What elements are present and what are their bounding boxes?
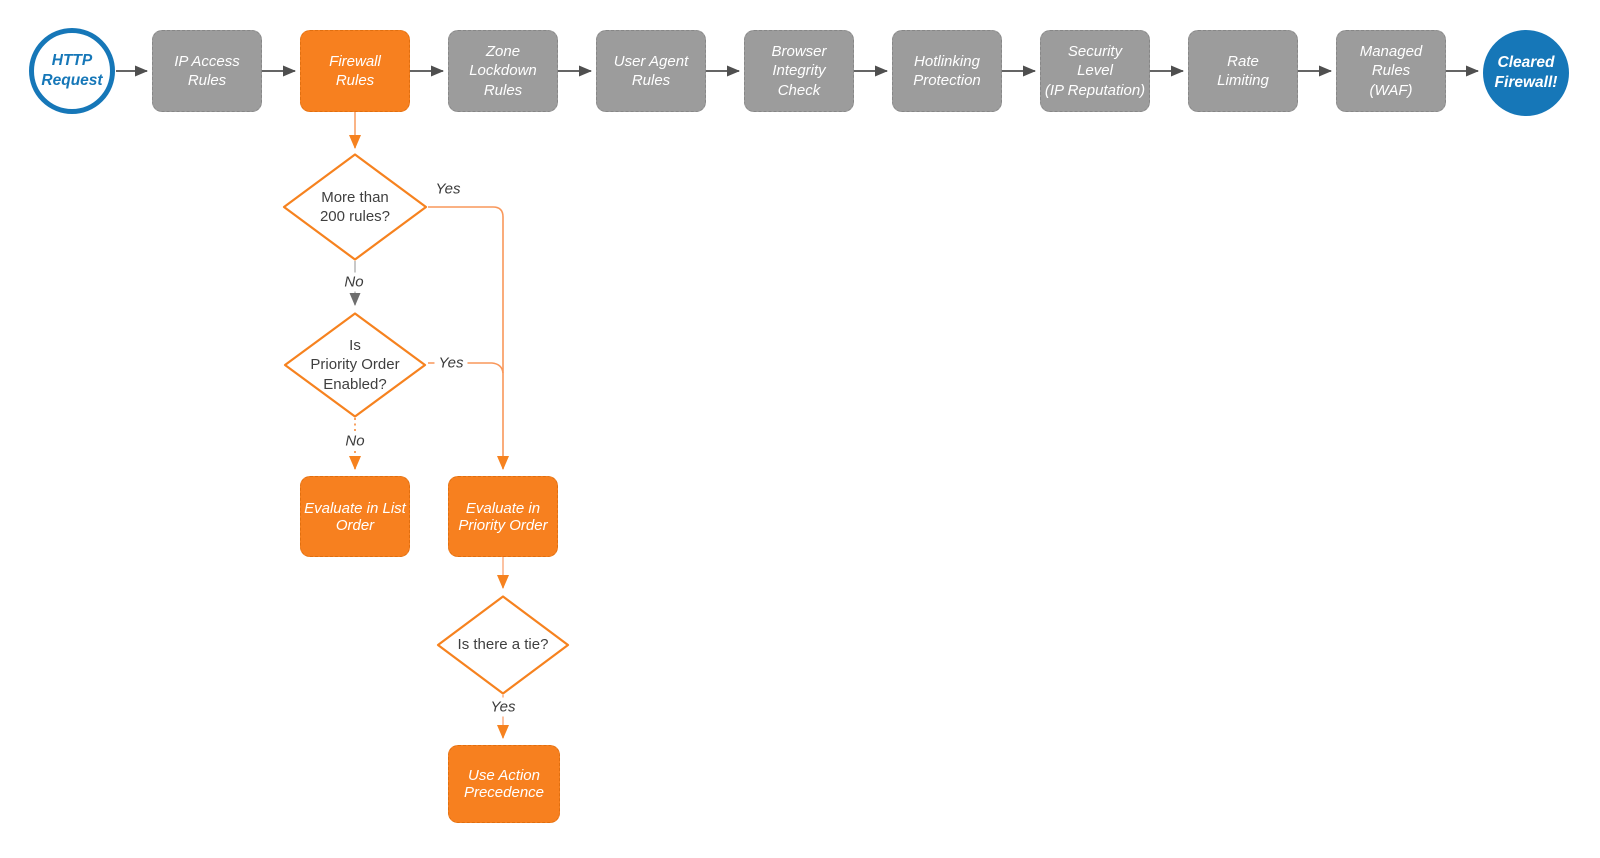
start-node-label: HTTP Request [41, 52, 103, 89]
action-use-action-precedence: Use Action Precedence [448, 745, 560, 823]
step-label: Managed Rules (WAF) [1359, 43, 1423, 99]
label-decision1-no: No [340, 272, 368, 292]
step-label: Firewall Rules [329, 52, 381, 89]
end-node-cleared-firewall: Cleared Firewall! [1483, 30, 1569, 116]
diamond-shape [283, 312, 427, 418]
step-label: User Agent Rules [613, 52, 689, 89]
step-ip-access-rules: IP Access Rules [152, 30, 262, 112]
label-decision2-yes: Yes [434, 353, 468, 373]
step-zone-lockdown-rules: Zone Lockdown Rules [448, 30, 558, 112]
step-label: Security Level (IP Reputation) [1044, 43, 1146, 99]
start-node-http-request: HTTP Request [29, 28, 115, 114]
label-decision2-no: No [341, 431, 369, 451]
diamond-shape [282, 153, 428, 261]
step-firewall-rules: Firewall Rules [300, 30, 410, 112]
step-rate-limiting: Rate Limiting [1188, 30, 1298, 112]
step-user-agent-rules: User Agent Rules [596, 30, 706, 112]
action-evaluate-priority-order: Evaluate in Priority Order [448, 476, 558, 557]
action-label: Evaluate in Priority Order [458, 499, 548, 534]
decision-more-than-200-rules: More than 200 rules? [282, 153, 428, 261]
action-label: Use Action Precedence [463, 767, 545, 801]
label-decision1-yes: Yes [435, 180, 461, 198]
action-label: Evaluate in List Order [304, 499, 406, 534]
action-evaluate-list-order: Evaluate in List Order [300, 476, 410, 557]
step-hotlinking-protection: Hotlinking Protection [892, 30, 1002, 112]
step-label: Browser Integrity Check [771, 43, 827, 99]
decision-question: Is Priority Order Enabled? [310, 336, 400, 393]
diamond-shape [436, 595, 570, 695]
decision-question: More than 200 rules? [319, 188, 391, 226]
step-label: IP Access Rules [174, 52, 240, 89]
step-label: Rate Limiting [1217, 52, 1269, 89]
step-managed-rules-waf: Managed Rules (WAF) [1336, 30, 1446, 112]
step-label: Hotlinking Protection [913, 52, 981, 89]
step-security-level: Security Level (IP Reputation) [1040, 30, 1150, 112]
connector-decision2-yes [428, 362, 504, 374]
step-browser-integrity-check: Browser Integrity Check [744, 30, 854, 112]
decision-is-there-a-tie: Is there a tie? [436, 595, 570, 695]
connector-decision1-yes [428, 206, 509, 470]
step-label: Zone Lockdown Rules [469, 43, 537, 99]
decision-priority-order-enabled: Is Priority Order Enabled? [283, 312, 427, 418]
end-node-label: Cleared Firewall! [1494, 54, 1558, 91]
label-tie-yes: Yes [486, 697, 520, 717]
decision-question: Is there a tie? [457, 636, 549, 654]
